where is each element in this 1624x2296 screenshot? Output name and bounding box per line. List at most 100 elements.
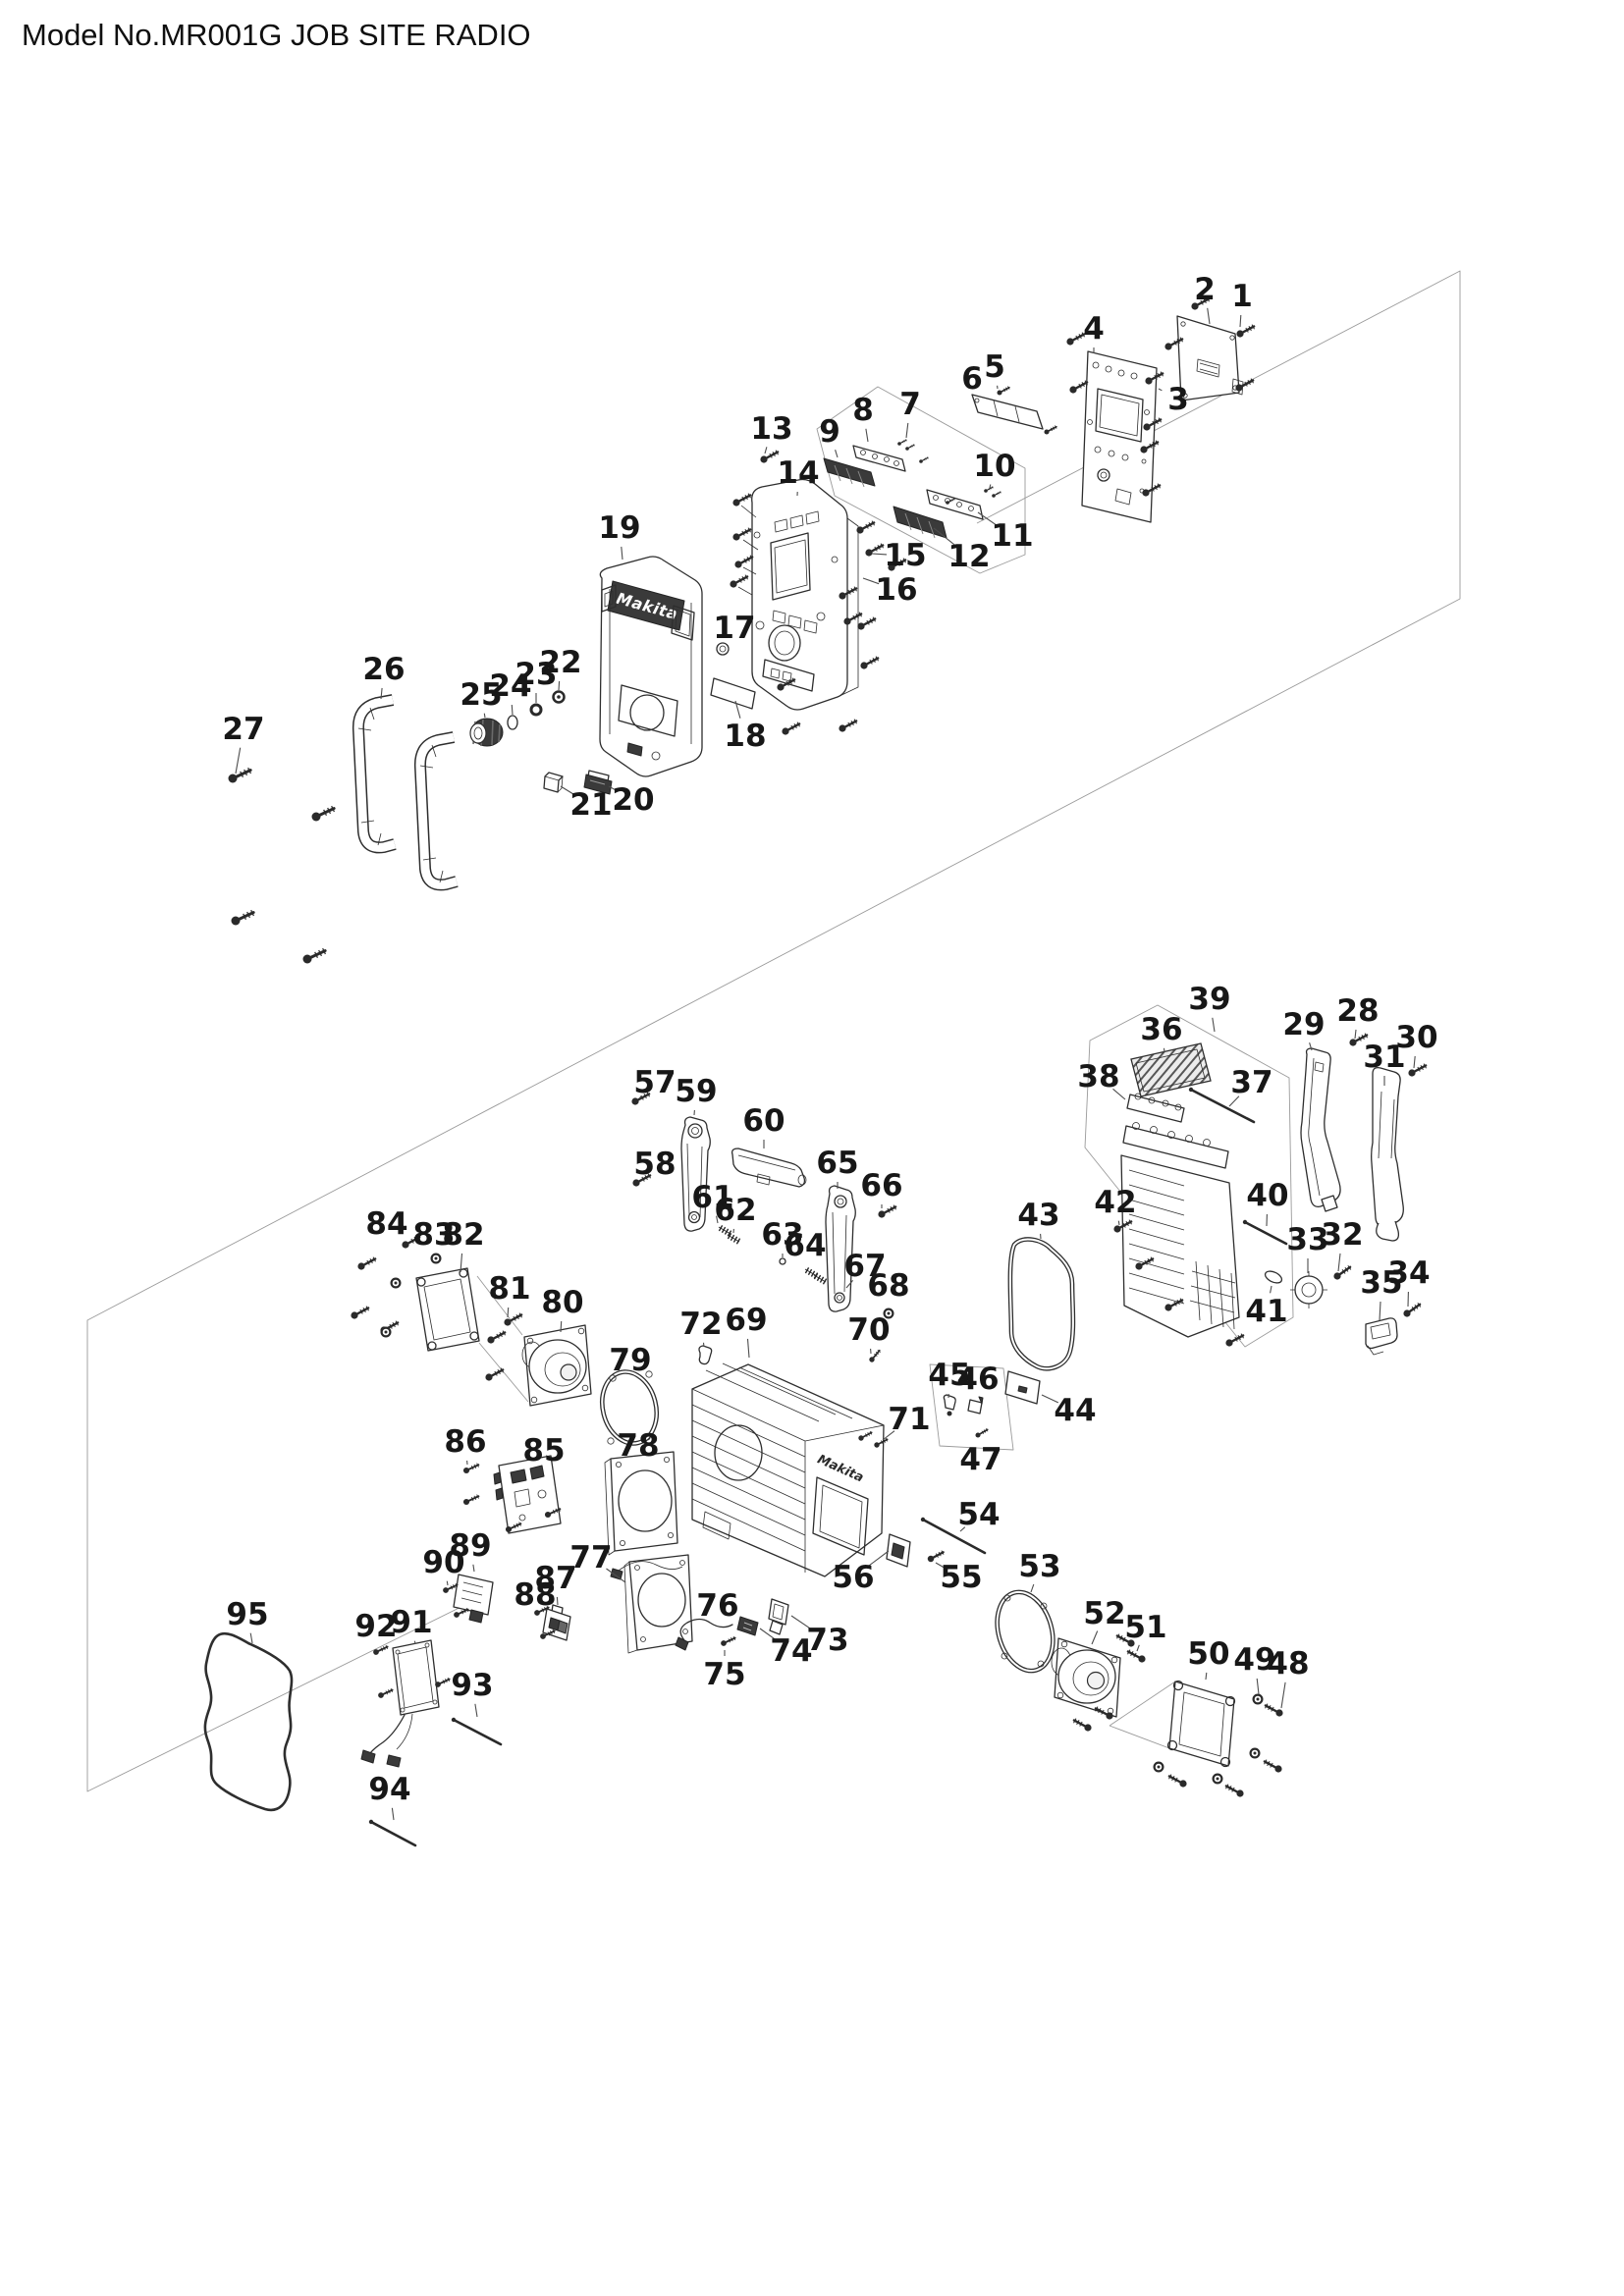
leader-line-56 — [867, 1550, 890, 1568]
leader-line-81 — [507, 1307, 510, 1318]
leader-line-7 — [905, 422, 909, 439]
part-label-54: 54 — [957, 1497, 1000, 1532]
leader-line-69 — [746, 1338, 750, 1359]
part-label-78: 78 — [617, 1428, 659, 1464]
screw-icon — [504, 1312, 523, 1326]
part-label-46: 46 — [956, 1362, 999, 1397]
front-panel-part14 — [737, 478, 859, 711]
leader-line-30 — [1413, 1055, 1416, 1069]
part-label-92: 92 — [354, 1609, 397, 1644]
leader-line-73 — [790, 1615, 813, 1630]
part-label-65: 65 — [816, 1146, 858, 1181]
screw-icon — [1408, 1063, 1428, 1077]
part-label-64: 64 — [784, 1228, 826, 1263]
screw-icon — [732, 493, 752, 507]
speaker-frame-part50 — [1166, 1680, 1236, 1768]
leader-line-36 — [1163, 1047, 1165, 1053]
gasket-part79 — [600, 1369, 659, 1446]
part-label-6: 6 — [961, 361, 983, 397]
rod-icon — [368, 1819, 417, 1847]
screw-icon — [734, 555, 754, 568]
leader-line-91 — [413, 1640, 416, 1645]
leader-line-55 — [935, 1562, 946, 1569]
screw-icon — [1264, 1703, 1283, 1717]
part-label-73: 73 — [806, 1623, 848, 1658]
screw-icon — [632, 1173, 652, 1187]
part-label-94: 94 — [368, 1772, 410, 1807]
leader-line-12 — [933, 527, 955, 546]
part-label-62: 62 — [714, 1193, 756, 1228]
part-label-31: 31 — [1363, 1040, 1405, 1075]
screw-icon — [997, 386, 1010, 396]
screw-icon — [839, 586, 858, 600]
part-label-25: 25 — [460, 677, 502, 713]
part-label-3: 3 — [1167, 382, 1189, 417]
name-plate-part18 — [710, 677, 756, 710]
part-label-14: 14 — [777, 455, 819, 491]
screw-icon — [228, 767, 252, 783]
leader-line-82 — [460, 1253, 463, 1273]
leader-line-2 — [1207, 307, 1211, 325]
screw-icon — [378, 1687, 394, 1698]
part-label-50: 50 — [1187, 1636, 1229, 1672]
rod-icon — [1188, 1087, 1256, 1124]
screw-icon — [462, 1463, 480, 1474]
screw-icon — [1069, 380, 1089, 394]
latch-lever-part31 — [1371, 1066, 1404, 1242]
part-label-57: 57 — [633, 1065, 676, 1100]
screw-icon — [888, 558, 907, 571]
screw-icon — [443, 1582, 459, 1593]
leader-line-95 — [249, 1632, 253, 1644]
screw-icon — [1236, 324, 1256, 338]
screw-icon — [721, 1635, 736, 1646]
screw-icon — [927, 1550, 945, 1563]
leader-line-26 — [380, 687, 383, 700]
screw-icon — [1349, 1033, 1369, 1046]
part-label-8: 8 — [852, 393, 874, 428]
screw-icon — [1126, 1649, 1146, 1663]
part-label-42: 42 — [1094, 1185, 1136, 1220]
leader-line-44 — [1041, 1394, 1059, 1404]
screw-icon — [984, 486, 994, 493]
part-label-68: 68 — [867, 1268, 909, 1304]
screw-icon — [487, 1330, 507, 1344]
screw-icon — [730, 574, 749, 588]
part-label-88: 88 — [514, 1577, 556, 1613]
usb-cover-part20 — [583, 770, 613, 795]
part-label-71: 71 — [888, 1402, 930, 1437]
rubber-key-strip-part12 — [893, 506, 947, 539]
nut-icon — [430, 1253, 442, 1264]
part-label-15: 15 — [884, 538, 926, 573]
leader-line-11 — [977, 511, 998, 526]
leader-line-61 — [716, 1215, 719, 1224]
leader-line-24 — [511, 704, 514, 716]
screw-icon — [534, 1605, 550, 1616]
screw-icon — [860, 656, 880, 669]
nut-icon — [1249, 1747, 1261, 1759]
leader-line-93 — [474, 1703, 478, 1718]
leader-line-28 — [1354, 1029, 1357, 1040]
part-label-45: 45 — [928, 1358, 970, 1393]
leader-line-39 — [1212, 1017, 1216, 1033]
screw-icon — [843, 612, 863, 625]
ball-part63 — [779, 1257, 786, 1265]
screw-icon — [919, 456, 929, 463]
battery-compartment-part39 — [1120, 1122, 1240, 1338]
bracket-part59 — [680, 1116, 711, 1232]
contact-strip-part6 — [971, 394, 1044, 430]
part-label-59: 59 — [675, 1074, 717, 1109]
screw-icon — [732, 527, 752, 541]
screw-icon — [631, 1092, 651, 1105]
gasket-part53 — [995, 1589, 1056, 1674]
part-label-1: 1 — [1231, 279, 1253, 314]
nut-icon — [1252, 1693, 1264, 1705]
part-label-13: 13 — [750, 411, 792, 447]
part-label-12: 12 — [947, 539, 990, 574]
bracket-part35 — [1365, 1317, 1398, 1356]
part-label-18: 18 — [724, 719, 766, 754]
holder-part21 — [543, 772, 564, 793]
part-label-44: 44 — [1054, 1393, 1096, 1428]
screw-icon — [856, 520, 876, 534]
screw-icon — [975, 1427, 989, 1438]
